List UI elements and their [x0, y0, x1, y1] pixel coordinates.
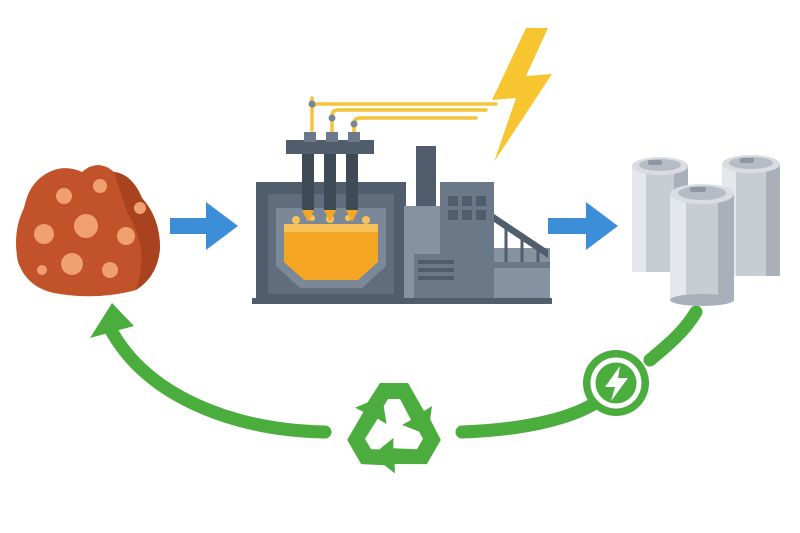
loop-right-upper	[643, 305, 703, 367]
bauxite-ore-icon	[16, 165, 160, 297]
energy-badge-icon	[583, 350, 649, 416]
recycling-loop	[90, 303, 703, 439]
recycle-icon	[347, 383, 441, 474]
power-cables	[310, 96, 498, 138]
lightning-bolt-icon	[492, 28, 552, 162]
loop-arrow-head-icon	[90, 303, 134, 338]
flow-arrow-factory-to-cans	[548, 202, 618, 250]
power-supply	[308, 28, 552, 162]
loop-left-arc	[105, 325, 332, 439]
can-front	[670, 184, 734, 306]
smelting-factory-icon	[252, 132, 552, 304]
flow-arrow-ore-to-factory	[170, 202, 238, 250]
aluminum-cans-icon	[632, 155, 780, 306]
loop-right-arc	[455, 398, 599, 439]
